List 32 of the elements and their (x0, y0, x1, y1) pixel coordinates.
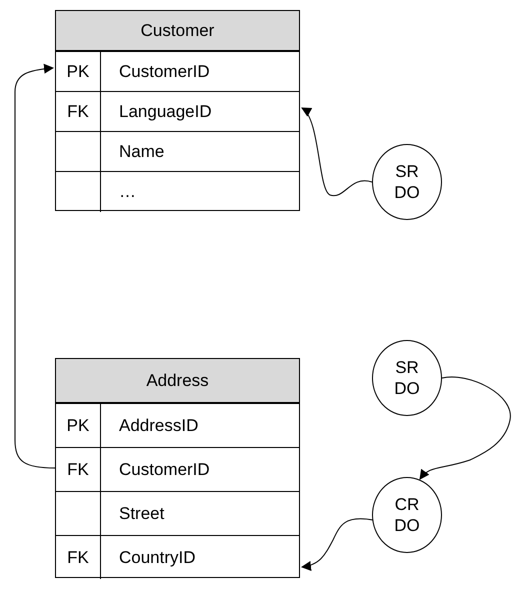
table-row (56, 491, 299, 535)
key-label: PK (66, 416, 90, 436)
field-name: CountryID (119, 548, 196, 568)
circle-node: CR DO (372, 477, 442, 553)
key-label: FK (66, 102, 90, 122)
table-row (56, 91, 299, 131)
entity-table (55, 10, 300, 211)
field-name: Name (119, 142, 164, 162)
field-name: Street (119, 504, 164, 524)
table-row (56, 447, 299, 491)
arrow (301, 107, 372, 196)
table-row (56, 131, 299, 171)
field-name: LanguageID (119, 102, 212, 122)
table-row (56, 171, 299, 212)
table-row (56, 403, 299, 447)
key-label: FK (66, 548, 90, 568)
table-title: Address (145, 370, 210, 390)
field-name: AddressID (119, 416, 198, 436)
key-label: PK (66, 62, 90, 82)
key-label: FK (66, 460, 90, 480)
circle-node: SR DO (372, 340, 442, 416)
field-name: … (119, 182, 136, 202)
arrow (14, 64, 56, 468)
circle-node: SR DO (372, 144, 442, 220)
arrow (301, 518, 374, 571)
entity-table (55, 358, 300, 578)
field-name: CustomerID (119, 460, 210, 480)
table-row (56, 535, 299, 579)
arrow (419, 376, 511, 480)
table-title: Customer (140, 20, 216, 40)
table-row (56, 51, 299, 91)
field-name: CustomerID (119, 62, 210, 82)
